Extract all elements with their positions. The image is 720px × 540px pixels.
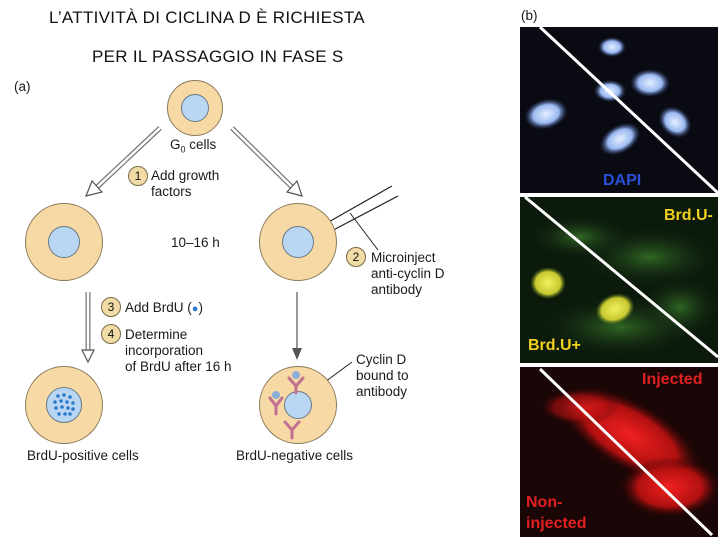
cyclin-line-1: Cyclin D	[356, 352, 407, 367]
brdu-dot-icon: ●	[191, 303, 199, 315]
non-injected-line-2: injected	[526, 515, 587, 532]
arrow-down-left-head	[81, 349, 95, 364]
brdu-minus-label: Brd.U-	[664, 207, 713, 224]
brdu-panel: Brd.U- Brd.U+	[520, 197, 718, 363]
microinject-leader	[349, 212, 379, 251]
step-2-line-3: antibody	[371, 282, 423, 297]
arrow-down-right-head	[292, 348, 302, 360]
g0-nucleus	[181, 94, 209, 122]
antibody-icons	[268, 371, 305, 440]
cyclin-line-2: bound to	[356, 368, 409, 383]
panel-a: (a) G0 cells 1 Add gro	[14, 79, 445, 463]
step-2-line-1: Microinject	[371, 250, 436, 265]
panel-b-label: (b)	[521, 8, 538, 23]
injected-panel: Injected Non- injected	[520, 367, 718, 537]
arrow-right-head	[285, 179, 303, 197]
brdu-image	[524, 197, 718, 359]
title-line-1: L’ATTIVITÀ DI CICLINA D È RICHIESTA	[49, 8, 365, 27]
step-4-line-2: incorporation	[125, 343, 204, 358]
injected-image	[538, 367, 718, 537]
result-left-label: BrdU-positive cells	[27, 448, 139, 463]
cyclin-line-3: antibody	[356, 384, 408, 399]
time-label: 10–16 h	[171, 235, 220, 250]
brdu-dots	[53, 393, 75, 416]
result-right-label: BrdU-negative cells	[236, 448, 354, 463]
non-injected-label: Non- injected	[526, 492, 586, 534]
non-injected-line-1: Non-	[526, 494, 563, 511]
brdu-plus-label: Brd.U+	[528, 337, 581, 354]
step-4-badge: 4	[101, 324, 121, 344]
step-1-line-2: factors	[151, 184, 192, 199]
dapi-image	[524, 27, 718, 193]
step-2-badge: 2	[346, 247, 366, 267]
dapi-label: DAPI	[603, 172, 642, 189]
nucleus-middle-left	[48, 226, 80, 258]
g0-label: G0 cells	[170, 137, 217, 155]
panel-a-label: (a)	[14, 79, 31, 94]
step-4-line-1: Determine	[125, 327, 188, 342]
diagram-arrows	[81, 126, 399, 394]
nucleus-bottom-right	[284, 391, 312, 419]
step-4-line-3: of BrdU after 16 h	[125, 359, 232, 374]
dapi-panel: DAPI	[520, 27, 718, 193]
step-3-badge: 3	[101, 297, 121, 317]
nucleus-bottom-left	[46, 387, 82, 423]
step-2-line-2: anti-cyclin D	[371, 266, 445, 281]
step-3-text: Add BrdU (●)	[125, 300, 203, 315]
arrow-left-head	[85, 179, 104, 197]
step-1-line-1: Add growth	[151, 168, 220, 183]
title-line-2: PER IL PASSAGGIO IN FASE S	[92, 47, 344, 66]
nucleus-middle-right	[282, 226, 314, 258]
injected-label: Injected	[642, 371, 703, 388]
step-1-badge: 1	[128, 166, 148, 186]
